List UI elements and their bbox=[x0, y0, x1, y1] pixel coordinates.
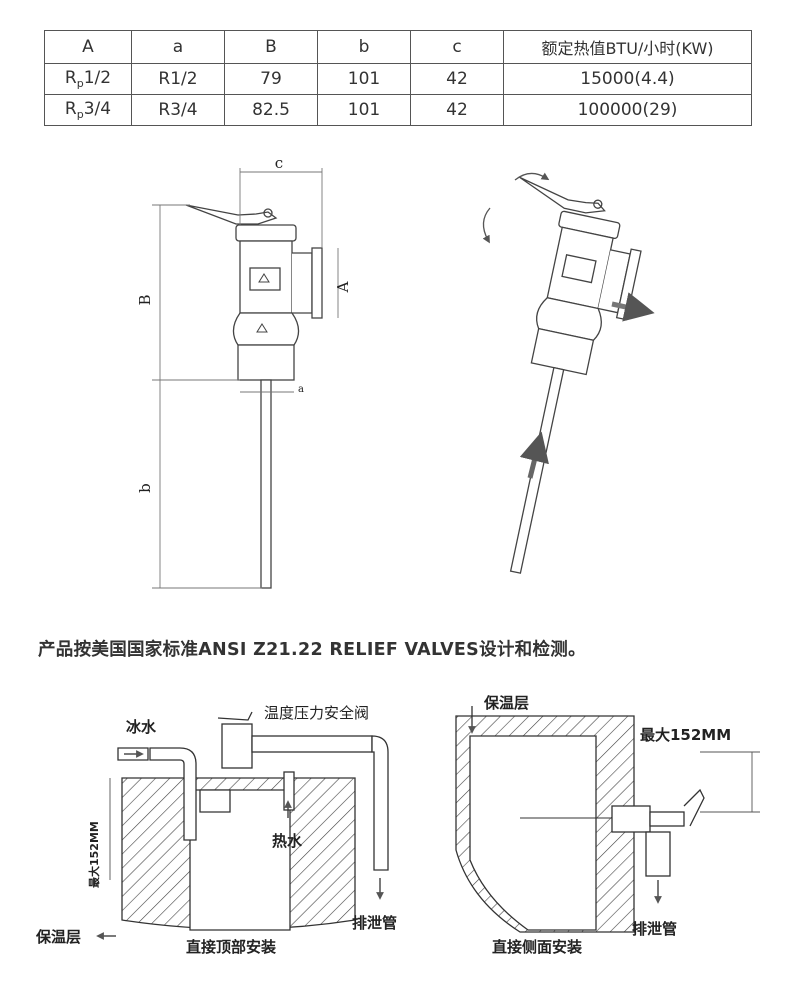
cell-A-main: R bbox=[64, 68, 77, 88]
top-install-caption: 直接顶部安装 bbox=[186, 938, 277, 956]
top-install-cold-water-label: 冰水 bbox=[126, 718, 157, 736]
table-row: Rp3/4 R3/4 82.5 101 42 100000(29) bbox=[44, 94, 752, 126]
dim-label-a: a bbox=[298, 384, 304, 395]
side-install-diagram bbox=[455, 715, 760, 933]
cell-B: 82.5 bbox=[224, 94, 318, 126]
cell-A-rest: 3/4 bbox=[83, 99, 112, 119]
cell-a: R3/4 bbox=[131, 94, 225, 126]
cell-A-sub: p bbox=[76, 77, 84, 90]
header-cell-rating: 额定热值BTU/小时(KW) bbox=[503, 30, 752, 64]
top-install-max152-label: 最大152MM bbox=[87, 821, 101, 888]
cell-a: R1/2 bbox=[131, 63, 225, 95]
cell-A: Rp3/4 bbox=[44, 94, 132, 126]
cell-rating: 15000(4.4) bbox=[503, 63, 752, 95]
cell-A-rest: 1/2 bbox=[83, 68, 112, 88]
table-header-row: A a B b c 额定热值BTU/小时(KW) bbox=[44, 30, 752, 64]
top-install-valve-label: 温度压力安全阀 bbox=[264, 704, 369, 722]
top-install-drain-label: 排泄管 bbox=[352, 914, 397, 932]
cell-A-sub: p bbox=[76, 108, 84, 121]
side-install-drain-label: 排泄管 bbox=[632, 920, 677, 938]
header-cell-c: c bbox=[410, 30, 504, 64]
cell-c: 42 bbox=[410, 94, 504, 126]
tilted-valve-drawing bbox=[509, 176, 642, 574]
cell-A-main: R bbox=[64, 99, 77, 119]
dim-label-c: c bbox=[275, 154, 283, 172]
top-install-hot-water-label: 热水 bbox=[272, 832, 303, 850]
standard-statement: 产品按美国国家标准ANSI Z21.22 RELIEF VALVES设计和检测。 bbox=[38, 640, 586, 660]
cell-b: 101 bbox=[317, 63, 411, 95]
cell-c: 42 bbox=[410, 63, 504, 95]
side-install-caption: 直接侧面安装 bbox=[492, 938, 583, 956]
cell-B: 79 bbox=[224, 63, 318, 95]
cell-rating: 100000(29) bbox=[503, 94, 752, 126]
dimensioned-valve-drawing bbox=[152, 168, 339, 589]
dim-label-B: B bbox=[136, 294, 154, 305]
top-install-diagram bbox=[109, 711, 389, 931]
dim-label-A: A bbox=[334, 281, 352, 293]
top-install-insulation-label: 保温层 bbox=[35, 928, 81, 946]
dim-label-b: b bbox=[136, 483, 154, 493]
cell-b: 101 bbox=[317, 94, 411, 126]
table-row: Rp1/2 R1/2 79 101 42 15000(4.4) bbox=[44, 63, 752, 95]
side-install-insulation-label: 保温层 bbox=[483, 694, 529, 712]
spec-table: A a B b c 额定热值BTU/小时(KW) Rp1/2 R1/2 79 1… bbox=[44, 30, 752, 126]
side-install-max152-label: 最大152MM bbox=[640, 726, 731, 744]
